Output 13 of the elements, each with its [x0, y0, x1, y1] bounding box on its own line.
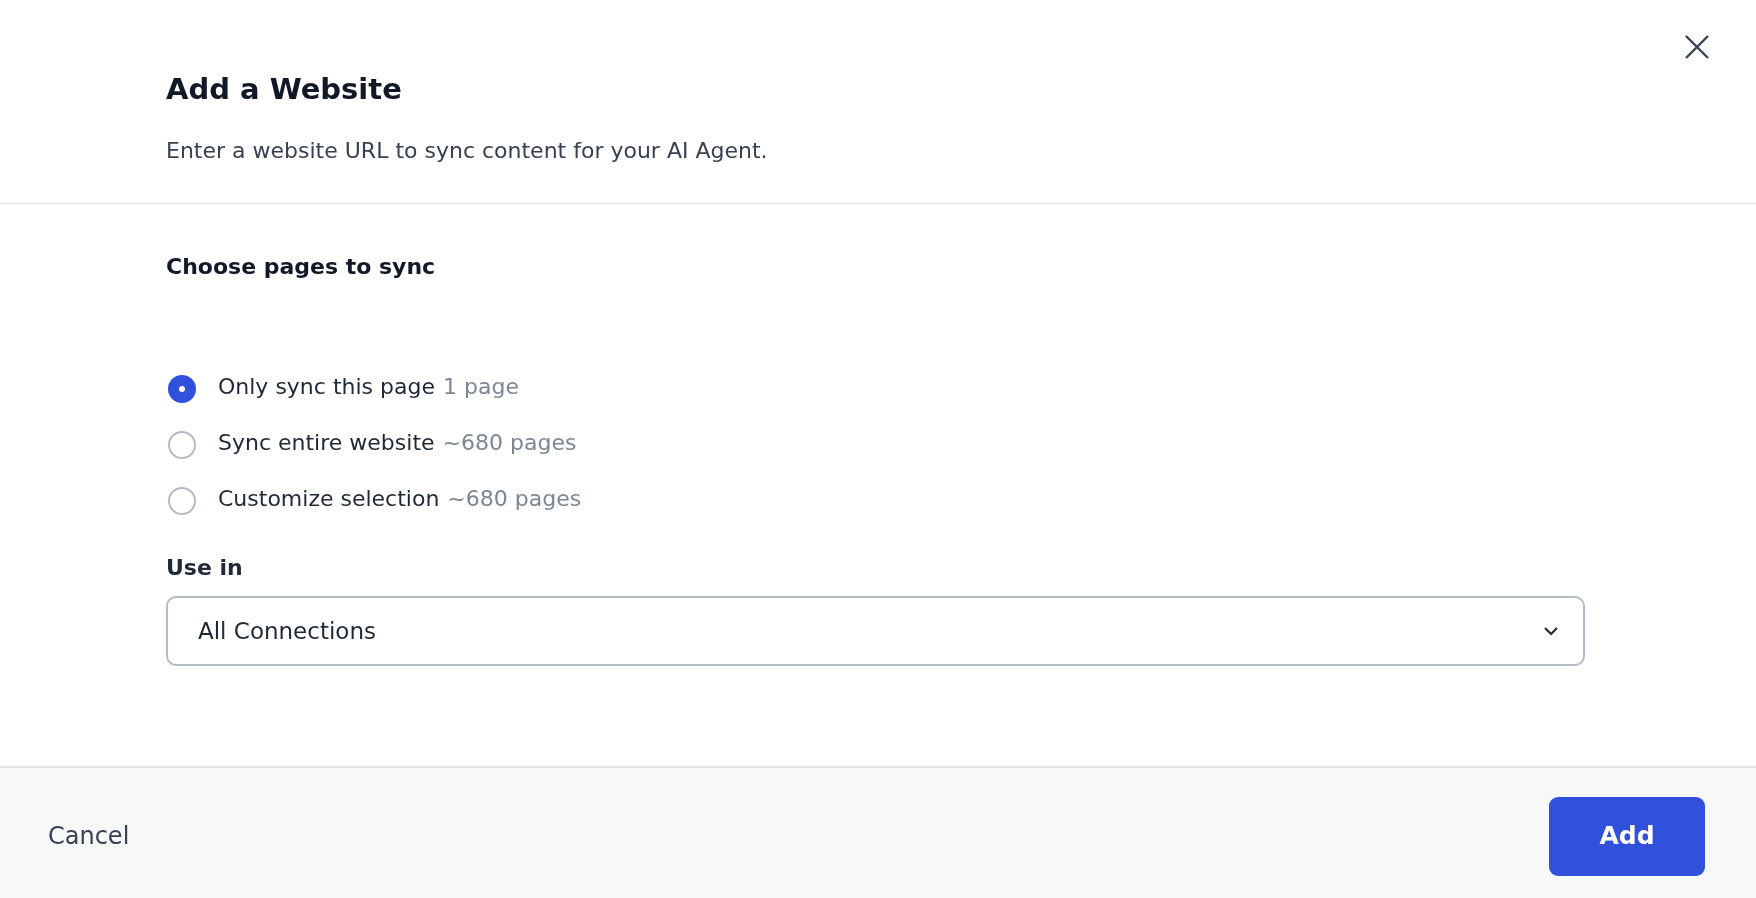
- dropdown-select: All Connections: [166, 596, 1585, 666]
- add-button: Add: [1549, 797, 1705, 876]
- field-label: Use in: [166, 555, 243, 580]
- option-label: Only sync this page: [218, 374, 435, 399]
- section-heading: Choose pages to sync: [166, 254, 436, 279]
- page-count-text: ~680 pages: [442, 430, 577, 455]
- option-label: Sync entire website: [218, 430, 435, 455]
- option-label: Customize selection: [218, 486, 440, 511]
- dialog-title: Add a Website: [166, 72, 402, 106]
- subtitle-text: Enter a website URL to sync content for your AI Agent.: [166, 138, 768, 163]
- page-count-text: 1 page: [443, 374, 519, 399]
- page-count-text: ~680 pages: [447, 486, 582, 511]
- cancel-link: Cancel: [48, 822, 130, 850]
